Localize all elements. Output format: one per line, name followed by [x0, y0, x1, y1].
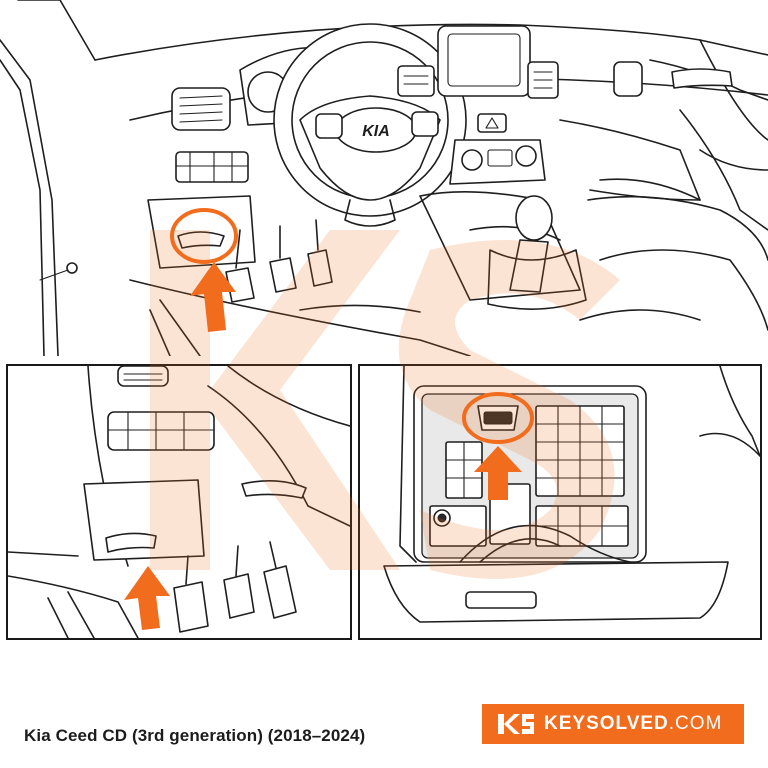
- steering-logo-text: KIA: [362, 123, 390, 140]
- ks-monogram-icon: [498, 714, 534, 734]
- dashboard-interior-illustration: KIA: [0, 0, 768, 356]
- obd-port-closeup-illustration: [383, 366, 760, 623]
- lower-dash-panel-illustration: [8, 366, 350, 638]
- brand-name-bold: KEYSOLVED: [544, 713, 669, 734]
- obd-port-panel: [358, 364, 762, 640]
- brand-name: KEYSOLVED.COM: [544, 713, 722, 735]
- lower-dash-panel: [6, 364, 352, 640]
- vehicle-caption: Kia Ceed CD (3rd generation) (2018–2024): [24, 726, 366, 745]
- brand-name-tld: .COM: [668, 713, 723, 734]
- interior-overview-panel: KIA: [0, 0, 768, 356]
- keysolved-brand-badge[interactable]: KEYSOLVED.COM: [482, 704, 744, 744]
